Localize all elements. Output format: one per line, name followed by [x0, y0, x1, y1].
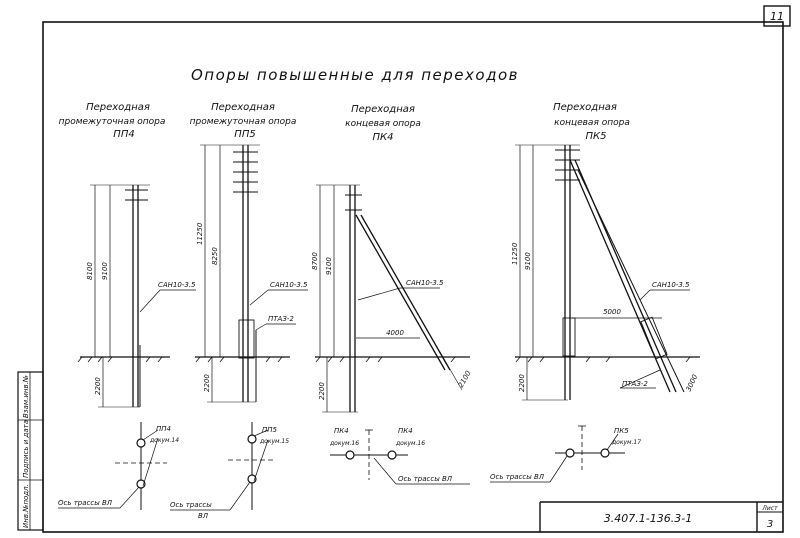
- page-number-box: [763, 5, 791, 27]
- support-pp4: Переходная промежуточная опора ПП4 8100 …: [59, 102, 196, 408]
- wire-label-2: САН10-3.5: [270, 281, 308, 289]
- extra-label-2: ПТАЗ-2: [268, 315, 294, 323]
- heading-1-line3: ПП4: [113, 129, 134, 140]
- doc-code: 3.407.1-136.3-1: [604, 512, 692, 525]
- slope-dim-4: 3000: [685, 373, 700, 393]
- plan-label-4: ПК5: [614, 427, 629, 435]
- plan-label-2: ПП5: [262, 426, 278, 434]
- heading-3-line1: Переходная: [351, 104, 415, 115]
- dim-1-c: 2200: [94, 377, 102, 395]
- support-pk4: Переходная концевая опора ПК4 8700 9100 …: [311, 104, 473, 413]
- plan-pp5: ПП5 докум.15 Ось трассы ВЛ: [170, 422, 289, 520]
- title-block: 3.407.1-136.3-1 Лист 3: [539, 501, 783, 532]
- extra-label-4: ПТАЗ-2: [622, 380, 648, 388]
- dim-2-b: 8250: [211, 247, 219, 265]
- heading-3-line3: ПК4: [373, 132, 394, 143]
- plan-pp4: ПП4 докум.14 Ось трассы ВЛ: [58, 422, 179, 510]
- axis-label-4: Ось трассы ВЛ: [490, 473, 545, 481]
- heading-2-line2: промежуточная опора: [190, 117, 297, 127]
- dim-1-a: 8100: [86, 262, 94, 280]
- heading-2-line1: Переходная: [211, 102, 275, 113]
- sheet-label: Лист: [761, 505, 778, 512]
- wire-label-1: САН10-3.5: [158, 281, 196, 289]
- plan-label-3b: ПК4: [398, 427, 413, 435]
- plan-sub-3a: докум.16: [329, 440, 359, 447]
- axis-label-3: Ось трассы ВЛ: [398, 475, 453, 483]
- axis-label-1: Ось трассы ВЛ: [58, 499, 113, 507]
- dim-1-b: 9100: [101, 262, 109, 280]
- page-number: 11: [770, 10, 784, 23]
- stamp-vzam: Взам.инв.№: [22, 375, 30, 418]
- heading-1-line2: промежуточная опора: [59, 117, 166, 127]
- dim-3-b: 9100: [325, 257, 333, 275]
- wire-label-3: САН10-3.5: [406, 279, 444, 287]
- dim-2-c: 2200: [203, 374, 211, 392]
- plan-label-1: ПП4: [156, 425, 171, 433]
- plan-sub-1: докум.14: [149, 437, 179, 444]
- heading-4-line3: ПК5: [586, 131, 607, 142]
- plan-sub-2: докум.15: [259, 438, 289, 445]
- dim-2-a: 11250: [196, 222, 204, 245]
- axis-label-2b: ВЛ: [198, 512, 209, 520]
- dim-4-a: 11250: [511, 242, 519, 265]
- support-pp5: Переходная промежуточная опора ПП5 11250…: [190, 102, 308, 403]
- side-stamp: Инв.№подл. Подпись и дата Взам.инв.№: [17, 371, 44, 531]
- stamp-sign: Подпись и дата: [22, 420, 30, 478]
- plan-sub-4: докум.17: [611, 439, 641, 446]
- stamp-inv: Инв.№подл.: [22, 484, 30, 528]
- sheet-frame: [42, 21, 784, 533]
- dim-3-a: 8700: [311, 252, 319, 270]
- heading-4-line1: Переходная: [553, 102, 617, 113]
- slope-dim-3: 2100: [457, 369, 473, 389]
- heading-4-line2: концевая опора: [554, 118, 630, 128]
- dim-3-c: 2200: [318, 382, 326, 400]
- heading-2-line3: ПП5: [234, 129, 255, 140]
- plan-sub-3b: докум.16: [395, 440, 425, 447]
- axis-label-2: Ось трассы: [170, 501, 212, 509]
- drawing-title: Опоры повышенные для переходов: [191, 66, 519, 84]
- plan-label-3a: ПК4: [334, 427, 349, 435]
- sheet-number: 3: [767, 519, 773, 530]
- span-dim-3: 4000: [386, 329, 404, 337]
- dim-4-b: 9100: [524, 252, 532, 270]
- span-dim-4: 5000: [603, 308, 621, 316]
- support-pk5: Переходная концевая опора ПК5 11250 9100…: [511, 102, 700, 401]
- plan-pk4: ПК4 докум.16 ПК4 докум.16 Ось трассы ВЛ: [329, 427, 470, 485]
- heading-1-line1: Переходная: [86, 102, 150, 113]
- plan-pk5: ПК5 докум.17 Ось трассы ВЛ: [490, 425, 641, 483]
- wire-label-4: САН10-3.5: [652, 281, 690, 289]
- dim-4-c: 2200: [518, 374, 526, 392]
- heading-3-line2: концевая опора: [345, 119, 421, 129]
